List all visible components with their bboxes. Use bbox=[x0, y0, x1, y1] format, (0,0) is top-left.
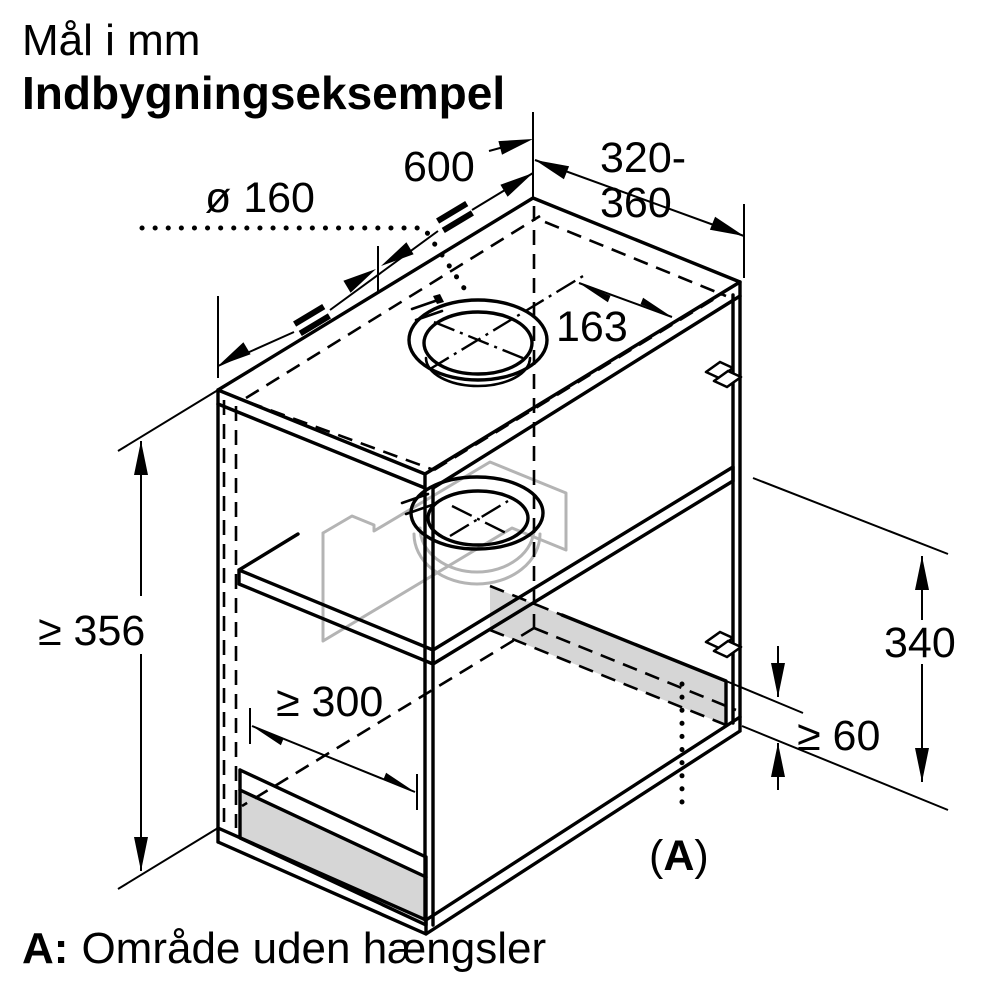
area-a-left-fill bbox=[240, 790, 426, 925]
top-hole-outer-ellipse bbox=[407, 298, 549, 382]
width-leader-arrow bbox=[498, 139, 533, 155]
min-clearance-ticks bbox=[249, 708, 418, 810]
cabinet-width-label: 600 bbox=[403, 143, 475, 191]
depth-arrow-left bbox=[535, 160, 570, 180]
hinge-free-arrow-up bbox=[771, 743, 785, 777]
top-collar-tube-arc bbox=[424, 356, 532, 388]
top-collar-clip-block bbox=[433, 294, 444, 304]
top-collar-inner-ellipse bbox=[422, 310, 534, 376]
shelf-duct-collar bbox=[400, 475, 545, 551]
hidden-edges bbox=[222, 206, 737, 828]
dim-cabinet-depth: 320- 360 bbox=[534, 134, 745, 278]
left-panel-hidden-edges bbox=[222, 400, 238, 828]
front-right-edge bbox=[731, 280, 742, 725]
dim-cabinet-width: 600 bbox=[217, 112, 534, 378]
dim-min-height: ≥ 356 bbox=[38, 389, 219, 890]
hinge-free-arrow-down bbox=[771, 663, 785, 697]
width-center-arrow-right bbox=[381, 242, 414, 266]
depth-dimension-line bbox=[534, 159, 745, 237]
legend-caption: A: Område uden hængsler bbox=[22, 924, 546, 973]
top-panel-thickness bbox=[216, 294, 742, 490]
width-center-arrow-left bbox=[343, 269, 376, 293]
min-clearance-arrow-right bbox=[380, 772, 415, 792]
hood-box-lines bbox=[321, 460, 568, 643]
min-height-arrow-top bbox=[134, 441, 148, 475]
duct-diameter-label: ø 160 bbox=[205, 174, 315, 222]
cabinet-depth-label-2: 360 bbox=[600, 179, 672, 227]
dim-min-clearance: ≥ 300 bbox=[249, 678, 418, 810]
min-height-extension-lines bbox=[117, 389, 219, 890]
hinge-lower-base bbox=[712, 639, 743, 659]
shelf-hole-outer-ellipse bbox=[409, 475, 545, 551]
page-title-main: Indbygningseksempel bbox=[22, 67, 505, 119]
area-a-right-fill bbox=[490, 586, 726, 725]
hinge-free-extension-line bbox=[725, 680, 804, 714]
door-height-arrow-top bbox=[915, 556, 929, 590]
min-clearance-arrow-left bbox=[252, 726, 287, 746]
duct-offset-arrow-right bbox=[637, 297, 672, 317]
dim-duct-offset: 163 bbox=[556, 282, 673, 351]
bottom-rear-hidden-edges bbox=[241, 626, 737, 808]
legend-label: A: bbox=[22, 924, 68, 973]
cabinet-depth-label-1: 320- bbox=[600, 134, 686, 182]
page-title-units: Mål i mm bbox=[22, 16, 200, 65]
hinge-free-label: ≥ 60 bbox=[797, 712, 880, 760]
shelf-hole-centerlines bbox=[449, 499, 509, 538]
top-hole-centerlines bbox=[429, 271, 589, 371]
min-height-label: ≥ 356 bbox=[38, 607, 145, 655]
shelf-collar-inner-ellipse bbox=[426, 489, 530, 547]
duct-diameter-leader-dots bbox=[139, 225, 473, 300]
shelf-collar-clip bbox=[400, 492, 434, 516]
min-clearance-label: ≥ 300 bbox=[276, 678, 383, 726]
min-clearance-line bbox=[251, 725, 416, 793]
hinge-lower bbox=[704, 630, 743, 659]
hinge-upper-base bbox=[712, 369, 743, 389]
width-extension-lines bbox=[217, 112, 534, 378]
hinge-lower-plate bbox=[704, 630, 735, 650]
door-height-extension-lines bbox=[741, 477, 949, 811]
middle-shelf bbox=[237, 465, 735, 666]
width-arrow-left bbox=[218, 342, 251, 366]
area-ref-letter: A bbox=[663, 832, 694, 880]
min-height-arrow-bottom bbox=[134, 837, 148, 871]
front-corner-edge bbox=[423, 472, 435, 927]
top-collar-clip bbox=[410, 298, 444, 322]
door-height-label: 340 bbox=[884, 619, 956, 667]
dim-duct-diameter: ø 160 bbox=[139, 174, 473, 300]
area-a-right-hidden-edges bbox=[489, 584, 727, 727]
top-face bbox=[216, 196, 742, 476]
hinge-upper-plate bbox=[704, 360, 735, 380]
top-duct-collar bbox=[407, 271, 589, 388]
area-ref-label: (A) bbox=[649, 832, 709, 880]
depth-arrow-right bbox=[709, 216, 744, 236]
width-arrow-right bbox=[500, 173, 533, 197]
area-reference: (A) bbox=[649, 681, 709, 880]
duct-offset-label: 163 bbox=[556, 303, 628, 351]
equal-mark-right bbox=[436, 200, 474, 234]
top-face-inner-hidden-outline bbox=[245, 214, 727, 472]
area-ref-paren-open: ( bbox=[649, 832, 664, 880]
door-height-arrow-bottom bbox=[915, 748, 929, 782]
legend-text: Område uden hængsler bbox=[81, 924, 546, 973]
duct-offset-arrow-left bbox=[579, 283, 614, 303]
area-ref-paren-close: ) bbox=[694, 832, 708, 880]
width-dimension-line bbox=[217, 140, 534, 367]
dim-hinge-free-height: ≥ 60 bbox=[725, 646, 880, 790]
bottom-panel bbox=[216, 715, 742, 936]
hinge-upper bbox=[704, 360, 743, 389]
duct-offset-line bbox=[578, 282, 673, 318]
hinge-free-area-left-strip bbox=[238, 768, 428, 927]
dim-door-area-height: 340 bbox=[741, 477, 956, 811]
equal-mark-left bbox=[293, 303, 331, 337]
